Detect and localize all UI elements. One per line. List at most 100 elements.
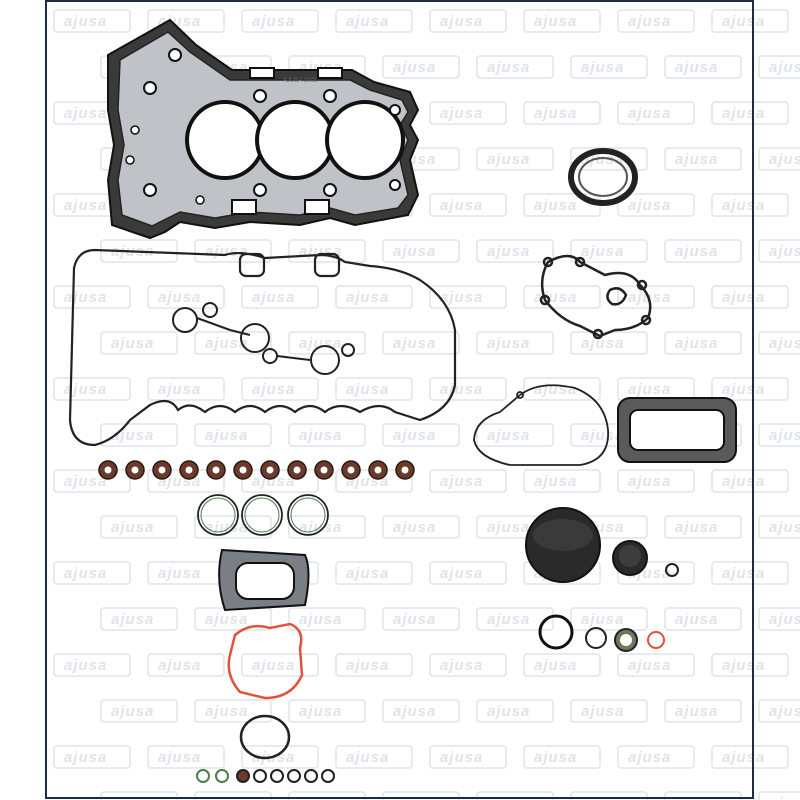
watermark-brand: ajusa: [393, 59, 436, 76]
watermark-tile: [382, 239, 460, 263]
watermark-brand: ajusa: [64, 381, 107, 398]
watermark-brand: ajusa: [64, 473, 107, 490]
bottom-seal-row: [196, 769, 335, 783]
watermark-tile: [523, 9, 601, 33]
watermark-tile: [711, 653, 789, 677]
watermark-tile: [429, 745, 507, 769]
watermark-tile: [53, 285, 131, 309]
watermark-tile: [476, 791, 554, 800]
watermark-tile: [617, 653, 695, 677]
spark-plug-tube-gasket: [172, 302, 355, 375]
watermark-brand: ajusa: [581, 611, 624, 628]
watermark-tile: [711, 101, 789, 125]
watermark-brand: ajusa: [722, 565, 765, 582]
watermark-brand: ajusa: [487, 703, 530, 720]
watermark-tile: [758, 55, 800, 79]
watermark-brand: ajusa: [64, 565, 107, 582]
watermark-tile: [476, 607, 554, 631]
watermark-tile: [429, 193, 507, 217]
watermark-brand: ajusa: [440, 13, 483, 30]
watermark-brand: ajusa: [252, 473, 295, 490]
watermark-brand: ajusa: [487, 59, 530, 76]
watermark-tile: [288, 331, 366, 355]
valve-stem-seal: [98, 460, 118, 480]
watermark-tile: [382, 423, 460, 447]
watermark-brand: ajusa: [393, 703, 436, 720]
watermark-brand: ajusa: [158, 289, 201, 306]
valve-cover-gasket: [68, 248, 457, 447]
watermark-brand: ajusa: [346, 381, 389, 398]
watermark-tile: [711, 9, 789, 33]
watermark-tile: [288, 423, 366, 447]
red-water-outlet-gasket: [227, 622, 304, 700]
watermark-tile: [288, 239, 366, 263]
pcv-diaphragm-large: [525, 507, 601, 583]
cylinder-head-gasket: AJUSA 1001: [106, 18, 420, 240]
watermark-tile: [100, 607, 178, 631]
watermark-tile: [758, 699, 800, 723]
watermark-brand: ajusa: [393, 519, 436, 536]
small-seal-ring: [236, 769, 250, 783]
watermark-tile: [664, 239, 742, 263]
large-o-ring: [239, 714, 291, 760]
intake-o-rings: [197, 494, 329, 536]
watermark-tile: [53, 561, 131, 585]
watermark-brand: ajusa: [487, 519, 530, 536]
watermark-brand: ajusa: [722, 381, 765, 398]
watermark-brand: ajusa: [534, 749, 577, 766]
watermark-tile: [523, 285, 601, 309]
lower-right-seals: [538, 614, 665, 652]
small-seal-ring: [321, 769, 335, 783]
watermark-tile: [711, 285, 789, 309]
watermark-brand: ajusa: [581, 703, 624, 720]
watermark-brand: ajusa: [675, 243, 718, 260]
watermark-brand: ajusa: [628, 381, 671, 398]
watermark-brand: ajusa: [722, 13, 765, 30]
watermark-tile: [570, 239, 648, 263]
watermark-tile: [523, 101, 601, 125]
watermark-brand: ajusa: [769, 427, 800, 444]
watermark-brand: ajusa: [440, 565, 483, 582]
watermark-tile: [53, 9, 131, 33]
watermark-brand: ajusa: [111, 703, 154, 720]
valve-stem-seal: [152, 460, 172, 480]
watermark-tile: [617, 469, 695, 493]
watermark-brand: ajusa: [111, 427, 154, 444]
watermark-brand: ajusa: [675, 519, 718, 536]
watermark-tile: [429, 653, 507, 677]
watermark-brand: ajusa: [299, 703, 342, 720]
watermark-tile: [476, 239, 554, 263]
watermark-tile: [53, 745, 131, 769]
watermark-brand: ajusa: [393, 243, 436, 260]
watermark-tile: [147, 653, 225, 677]
watermark-brand: ajusa: [722, 473, 765, 490]
valve-stem-seal: [260, 460, 280, 480]
watermark-tile: [429, 9, 507, 33]
watermark-brand: ajusa: [722, 289, 765, 306]
watermark-brand: ajusa: [64, 289, 107, 306]
watermark-tile: [664, 515, 742, 539]
watermark-brand: ajusa: [487, 151, 530, 168]
watermark-brand: ajusa: [722, 657, 765, 674]
watermark-brand: ajusa: [111, 611, 154, 628]
watermark-tile: [335, 377, 413, 401]
watermark-tile: [711, 377, 789, 401]
small-seal-ring: [215, 769, 229, 783]
watermark-brand: ajusa: [252, 289, 295, 306]
watermark-tile: [617, 193, 695, 217]
watermark-tile: [617, 561, 695, 585]
watermark-brand: ajusa: [158, 381, 201, 398]
watermark-brand: ajusa: [299, 611, 342, 628]
watermark-brand: ajusa: [346, 657, 389, 674]
tiny-o-ring: [665, 563, 679, 577]
watermark-tile: [758, 515, 800, 539]
watermark-tile: [664, 699, 742, 723]
watermark-tile: [288, 791, 366, 800]
small-seal-ring: [304, 769, 318, 783]
watermark-brand: ajusa: [487, 611, 530, 628]
watermark-brand: ajusa: [64, 657, 107, 674]
watermark-brand: ajusa: [534, 657, 577, 674]
watermark-brand: ajusa: [769, 795, 800, 800]
watermark-brand: ajusa: [299, 427, 342, 444]
watermark-brand: ajusa: [534, 197, 577, 214]
